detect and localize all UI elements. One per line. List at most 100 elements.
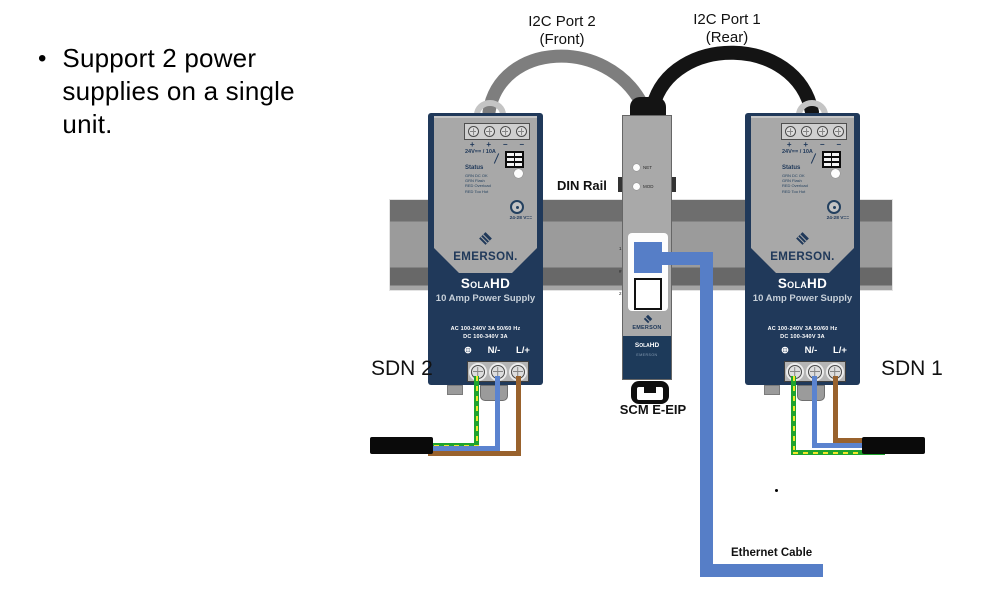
din-clip-tab	[764, 385, 780, 395]
scm-model: SolaHD	[634, 342, 660, 349]
screw-terminal-icon	[816, 126, 828, 137]
status-item: GRN DC OK	[782, 173, 805, 178]
ground-wire	[793, 450, 885, 455]
status-led-icon	[514, 169, 523, 178]
mod-led-row: MOD	[633, 183, 654, 190]
emerson-logo-icon	[643, 314, 653, 324]
psu-rating-text: 24V== / 10A	[782, 149, 813, 155]
ethernet-port2-empty	[634, 278, 662, 310]
terminal-labels: ⊕ N/- L/+	[464, 345, 530, 356]
screw-terminal-icon	[800, 126, 812, 137]
din-clip	[797, 385, 825, 401]
status-item: GRN Flash	[782, 178, 802, 184]
din-clip	[480, 385, 508, 401]
port-icon: #	[619, 269, 622, 274]
ethernet-cable	[700, 252, 713, 577]
i2c-port2-label: I2C Port 2 (Front)	[528, 13, 596, 48]
psu-subtitle: 10 Amp Power Supply	[752, 293, 853, 304]
psu-rating-text: 24V== / 10A	[465, 149, 496, 155]
screw-terminal-icon	[471, 364, 485, 379]
switch-icon	[495, 152, 503, 165]
din-clip-tab	[447, 385, 463, 395]
line-wire	[833, 376, 838, 443]
plus-mark: +	[803, 140, 809, 149]
dip-switch-icon	[505, 151, 524, 168]
ground-symbol: ⊕	[464, 345, 472, 356]
ground-symbol: ⊕	[781, 345, 789, 356]
i2c-front-cable	[482, 49, 649, 119]
net-led-label: NET	[643, 165, 652, 170]
rj45-port-block	[628, 233, 668, 311]
net-led-row: NET	[633, 164, 652, 171]
mains-cable-right	[862, 437, 925, 454]
psu-spec-dc: DC 100-340V 3A	[463, 334, 508, 340]
screw-terminal-icon	[784, 126, 796, 137]
scm-brand-sub: EMERSON	[636, 353, 658, 357]
psu-brand: EMERSON.	[453, 251, 518, 263]
line-label: L/+	[515, 345, 530, 356]
plus-mark: +	[786, 140, 792, 149]
screw-terminal-icon	[483, 126, 495, 137]
status-item: RED Overload	[782, 183, 808, 189]
cable-ring-connector-icon	[796, 100, 828, 116]
mod-led-label: MOD	[643, 184, 654, 189]
psu-model: SolaHD	[460, 276, 511, 291]
line-label: L/+	[832, 345, 847, 356]
minus-mark: −	[502, 140, 508, 149]
psu-top-terminal-block	[781, 123, 847, 140]
neutral-label: N/-	[804, 345, 818, 356]
screw-terminal-icon	[499, 126, 511, 137]
stray-dot	[775, 489, 778, 492]
status-led-list: GRN DC OK GRN Flash RED Overload RED Too…	[782, 173, 808, 194]
status-led-icon	[831, 169, 840, 178]
bullet-marker: •	[38, 45, 47, 72]
mod-led-icon	[633, 183, 640, 190]
line-wire	[835, 438, 885, 443]
plus-mark: +	[486, 140, 492, 149]
switch-icon	[812, 152, 820, 165]
status-title: Status	[465, 165, 484, 171]
voltage-adjust-label: 24-28 V==	[509, 216, 532, 221]
power-supply-sdn2: + + − − 24V== / 10A Status GRN DC OK GRN…	[428, 113, 543, 401]
voltage-adjust-label: 24-28 V==	[826, 216, 849, 221]
cable-ring-connector-icon	[474, 100, 506, 116]
plus-mark: +	[469, 140, 475, 149]
i2c-port1-label: I2C Port 1 (Rear)	[693, 11, 761, 46]
psu-front-panel	[751, 116, 854, 273]
minus-mark: −	[519, 140, 525, 149]
line-wire	[428, 451, 521, 456]
bullet-note: • Support 2 power supplies on a single u…	[38, 42, 328, 141]
psu-model: SolaHD	[777, 276, 828, 291]
screw-terminal-icon	[832, 126, 844, 137]
psu-top-terminal-block	[464, 123, 530, 140]
voltage-adjust-pot-icon	[510, 200, 524, 214]
status-item: RED Too Hot	[465, 188, 489, 194]
ground-wire	[791, 376, 796, 455]
neutral-label: N/-	[487, 345, 501, 356]
ethernet-cable-label: Ethernet Cable	[731, 547, 813, 559]
psu-bottom-terminal-strip	[784, 361, 846, 382]
ethernet-cable	[700, 564, 823, 577]
psu-spec-ac: AC 100-240V 3A 50/60 Hz	[450, 326, 521, 332]
ground-wire	[474, 376, 479, 448]
port1-mark: 1	[619, 246, 622, 251]
scm-bottom-connector	[631, 381, 669, 404]
net-led-icon	[633, 164, 640, 171]
bullet-text: Support 2 power supplies on a single uni…	[62, 43, 295, 139]
neutral-wire	[812, 376, 817, 448]
scm-side-latch	[618, 177, 623, 192]
status-item: RED Too Hot	[782, 188, 806, 194]
scm-side-latch	[671, 177, 676, 192]
terminal-labels: ⊕ N/- L/+	[781, 345, 847, 356]
din-rail-label: DIN Rail	[557, 178, 607, 193]
mains-cable-left	[370, 437, 433, 454]
scm-top-connector	[630, 97, 666, 118]
screw-terminal-icon	[515, 126, 527, 137]
neutral-wire	[428, 446, 500, 451]
scm-navy-badge: SolaHD EMERSON	[623, 336, 671, 379]
status-item: GRN DC OK	[465, 173, 488, 178]
psu-front-panel	[434, 116, 537, 273]
power-supply-sdn1: + + − − 24V== / 10A Status GRN DC OK GRN…	[745, 113, 860, 401]
i2c-rear-cable	[646, 45, 819, 119]
